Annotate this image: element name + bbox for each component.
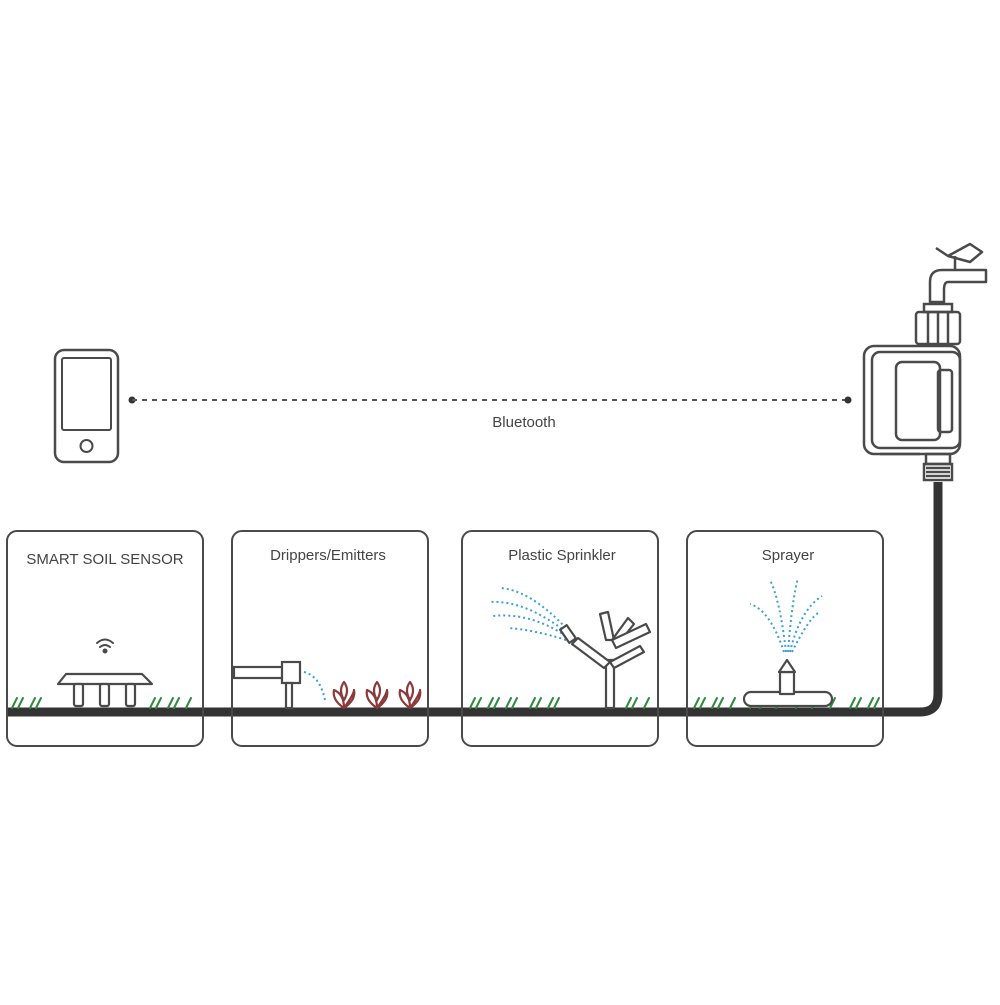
water-spray	[749, 577, 823, 653]
panel-label: SMART SOIL SENSOR	[26, 551, 183, 568]
dripper-icon	[232, 660, 302, 710]
plant-icon	[332, 680, 356, 710]
bluetooth-link	[128, 396, 852, 404]
grass-decoration	[469, 697, 650, 709]
hose-line	[6, 482, 943, 717]
plant-icon	[398, 680, 422, 710]
sprayer-icon	[742, 658, 834, 708]
faucet-icon	[928, 242, 988, 304]
water-timer-icon	[862, 344, 962, 466]
grass-decoration	[11, 697, 192, 709]
panel-drippers-emitters: Drippers/Emitters	[231, 530, 429, 747]
panel-label: Plastic Sprinkler	[508, 547, 616, 564]
water-spray	[489, 587, 567, 641]
panel-label: Drippers/Emitters	[270, 547, 386, 564]
panel-sprayer: Sprayer	[686, 530, 884, 747]
plant-icon	[365, 680, 389, 710]
panel-smart-soil-sensor: SMART SOIL SENSOR	[6, 530, 204, 747]
soil-sensor-icon	[56, 672, 154, 708]
sprinkler-icon	[559, 610, 652, 710]
connector-nut-icon	[914, 302, 962, 346]
outlet-fitting-icon	[922, 462, 954, 482]
panel-label: Sprayer	[762, 547, 815, 564]
smartphone-icon	[53, 348, 120, 464]
bluetooth-label: Bluetooth	[492, 414, 555, 431]
panel-plastic-sprinkler: Plastic Sprinkler	[461, 530, 659, 747]
wifi-icon	[96, 638, 114, 654]
water-drip	[303, 671, 326, 701]
